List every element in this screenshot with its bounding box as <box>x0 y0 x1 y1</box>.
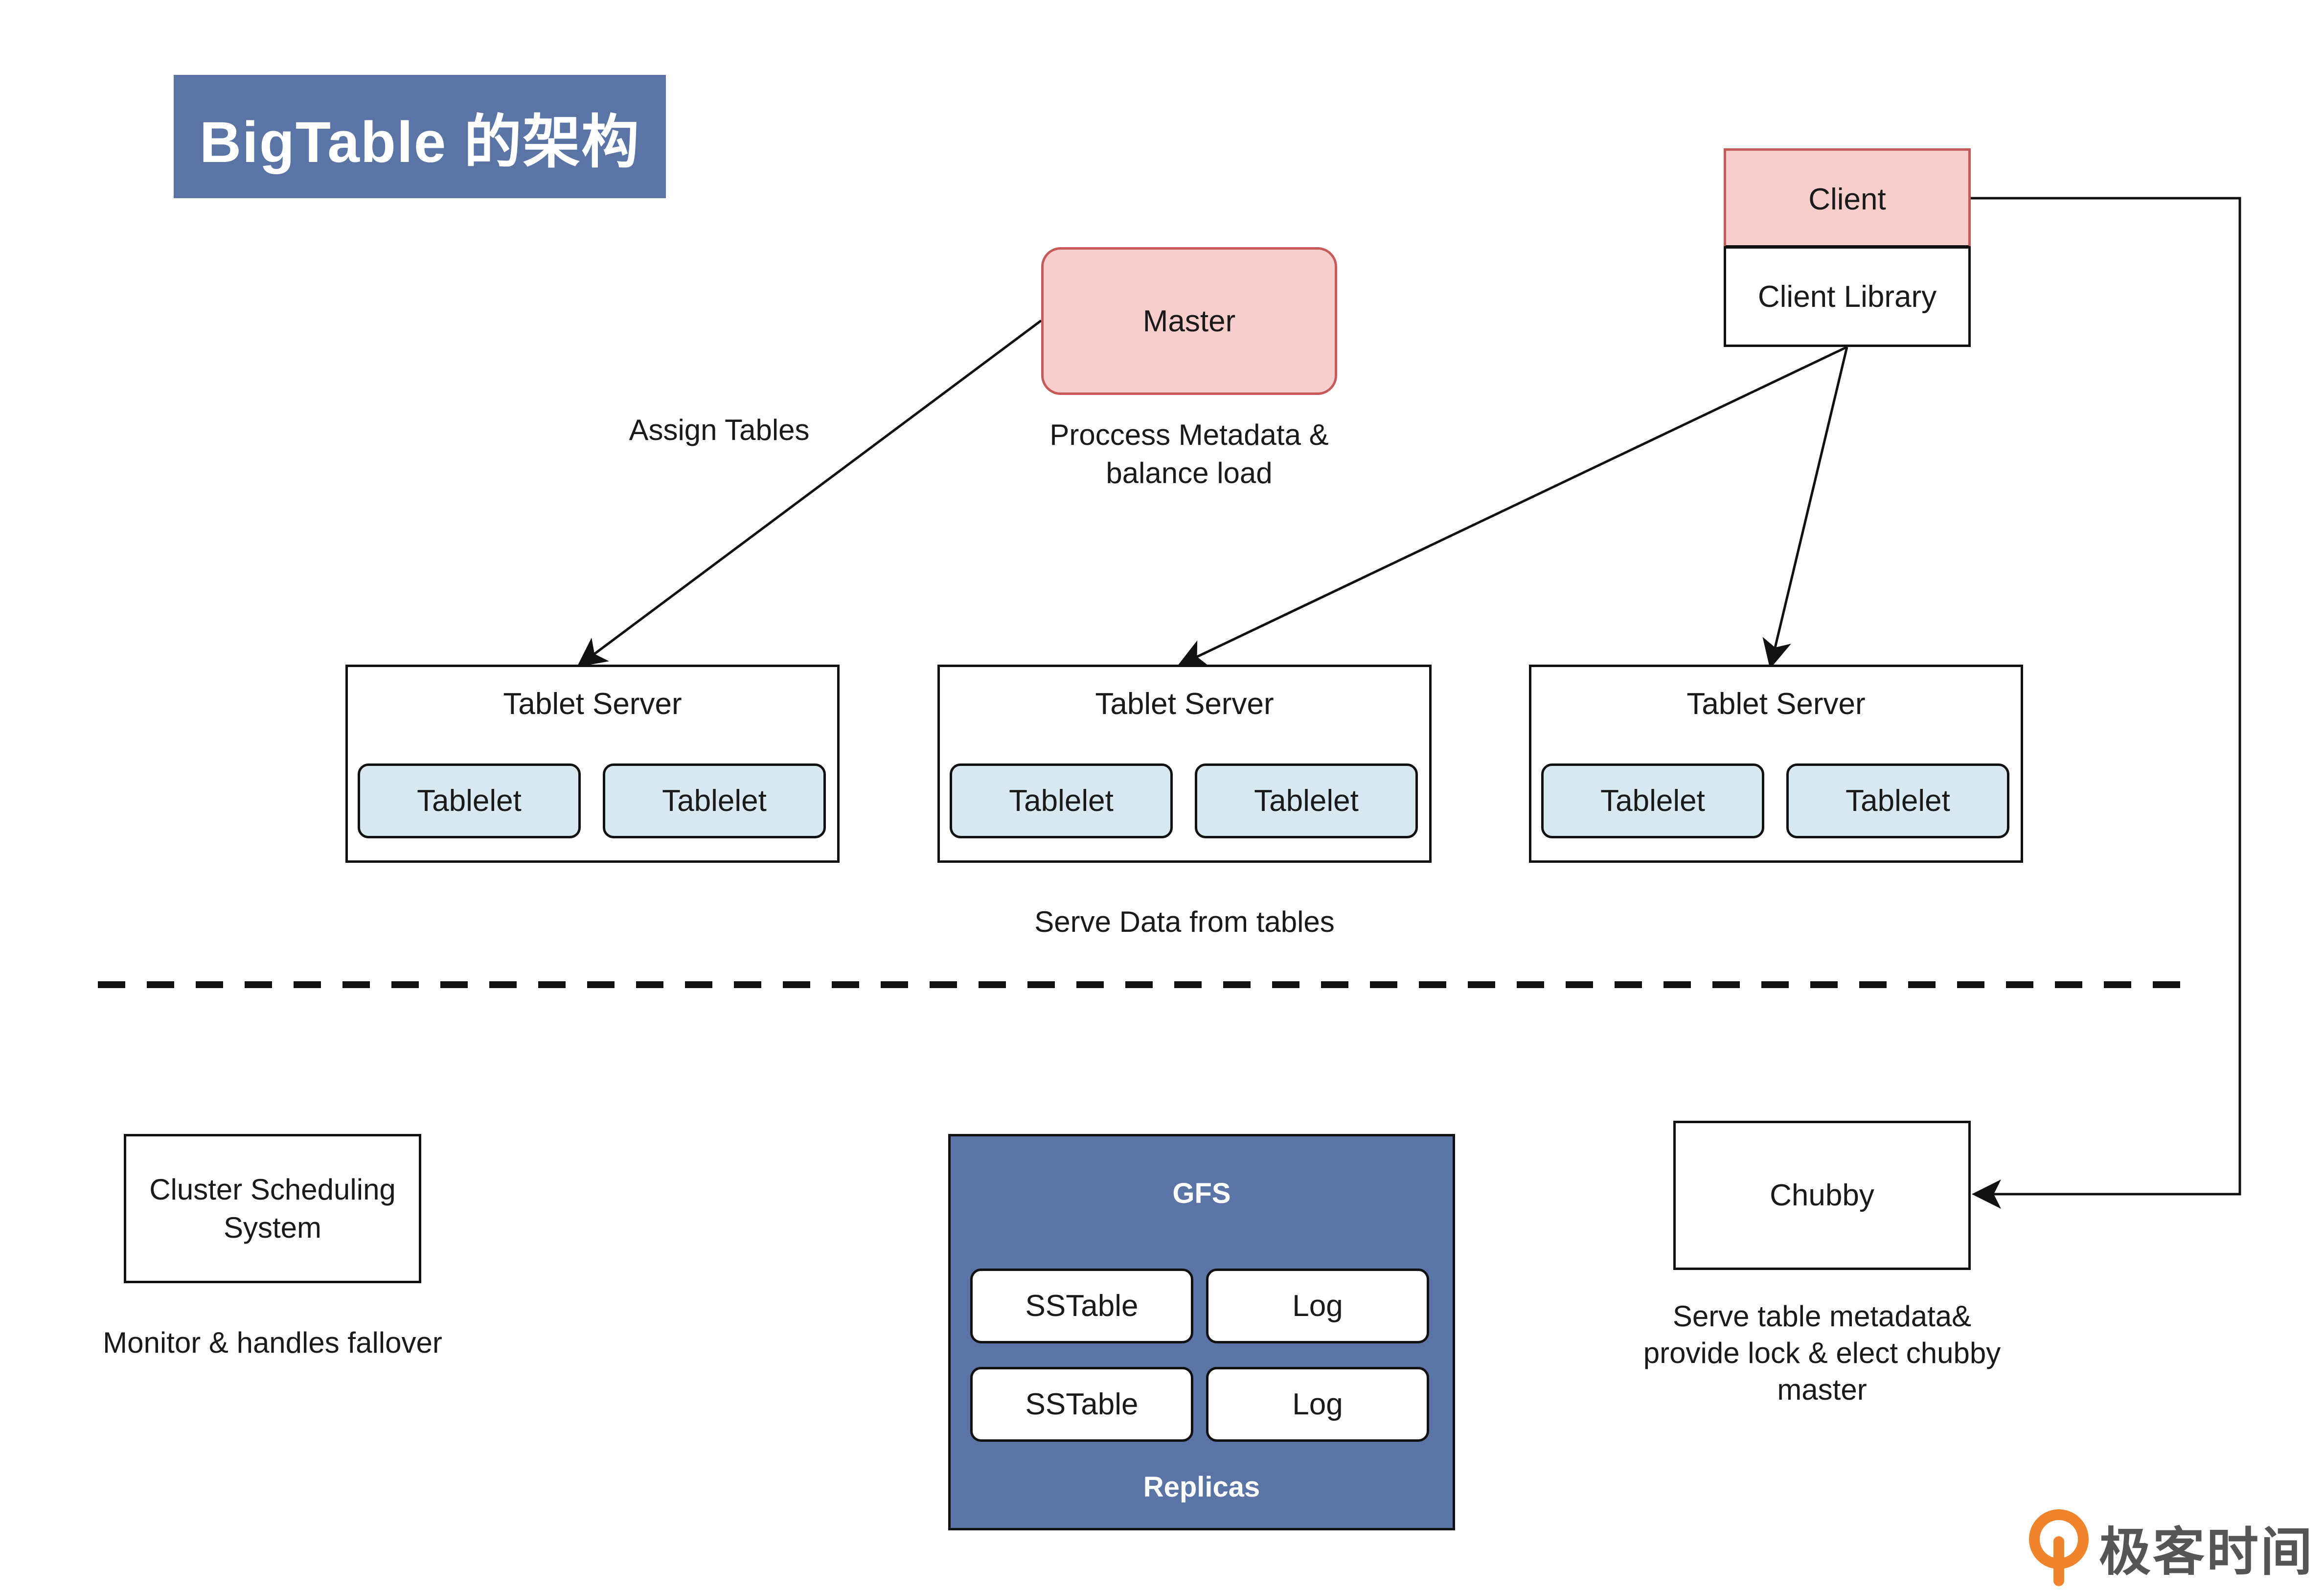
master-node: Master <box>1041 247 1337 395</box>
sstable: SSTable <box>970 1269 1193 1343</box>
cluster-label-line2: System <box>223 1211 322 1244</box>
tablet: Tablelet <box>1541 763 1764 838</box>
page-title: BigTable 的架构 <box>199 110 640 175</box>
gfs-label: GFS <box>1172 1177 1231 1209</box>
master-label: Master <box>1142 304 1236 338</box>
chubby-node: Chubby <box>1673 1121 1971 1270</box>
title-banner: BigTable 的架构 <box>174 75 666 198</box>
client-border <box>1724 148 1971 248</box>
tablet: Tablelet <box>603 763 826 838</box>
tablet: Tablelet <box>1786 763 2009 838</box>
chubby-label: Chubby <box>1770 1178 1874 1212</box>
client-label: Client <box>1808 182 1886 216</box>
client-library-node: Client Library <box>1724 246 1971 347</box>
log: Log <box>1206 1367 1429 1442</box>
tablet: Tablelet <box>358 763 581 838</box>
client-library-label: Client Library <box>1757 279 1937 314</box>
master-note-line1: Proccess Metadata & <box>1049 418 1329 451</box>
cluster-note: Monitor & handles fallover <box>103 1326 442 1359</box>
chubby-note-line1: Serve table metadata& <box>1672 1300 1972 1333</box>
chubby-note-line2: provide lock & elect chubby <box>1643 1337 2001 1369</box>
master-note-line2: balance load <box>1106 457 1273 489</box>
tablet-server-label: Tablet Server <box>503 687 682 721</box>
logo-icon <box>2029 1509 2089 1586</box>
tablet-server-label: Tablet Server <box>1095 687 1274 721</box>
serve-label: Serve Data from tables <box>1034 905 1335 938</box>
gfs-footer: Replicas <box>1143 1471 1260 1503</box>
chubby-note-line3: master <box>1777 1373 1867 1406</box>
assign-arrow <box>576 319 1042 667</box>
client-to-chubby-arrow <box>1971 197 2241 1209</box>
log: Log <box>1206 1269 1429 1343</box>
tablet: Tablelet <box>950 763 1173 838</box>
client-arrow-middle <box>1177 346 1848 667</box>
chubby-note: Serve table metadata& provide lock & ele… <box>1600 1298 2044 1408</box>
sstable: SSTable <box>970 1367 1193 1442</box>
tablet-server-label: Tablet Server <box>1686 687 1866 721</box>
logo-text: 极客时间 <box>2099 1524 2314 1581</box>
cluster-label-line1: Cluster Scheduling <box>149 1173 396 1206</box>
master-note: Proccess Metadata & balance load <box>992 416 1386 492</box>
client-arrow-right <box>1762 346 1848 669</box>
tablet: Tablelet <box>1195 763 1418 838</box>
assign-label: Assign Tables <box>629 414 810 446</box>
cluster-scheduling-node: Cluster Scheduling System <box>124 1134 421 1283</box>
